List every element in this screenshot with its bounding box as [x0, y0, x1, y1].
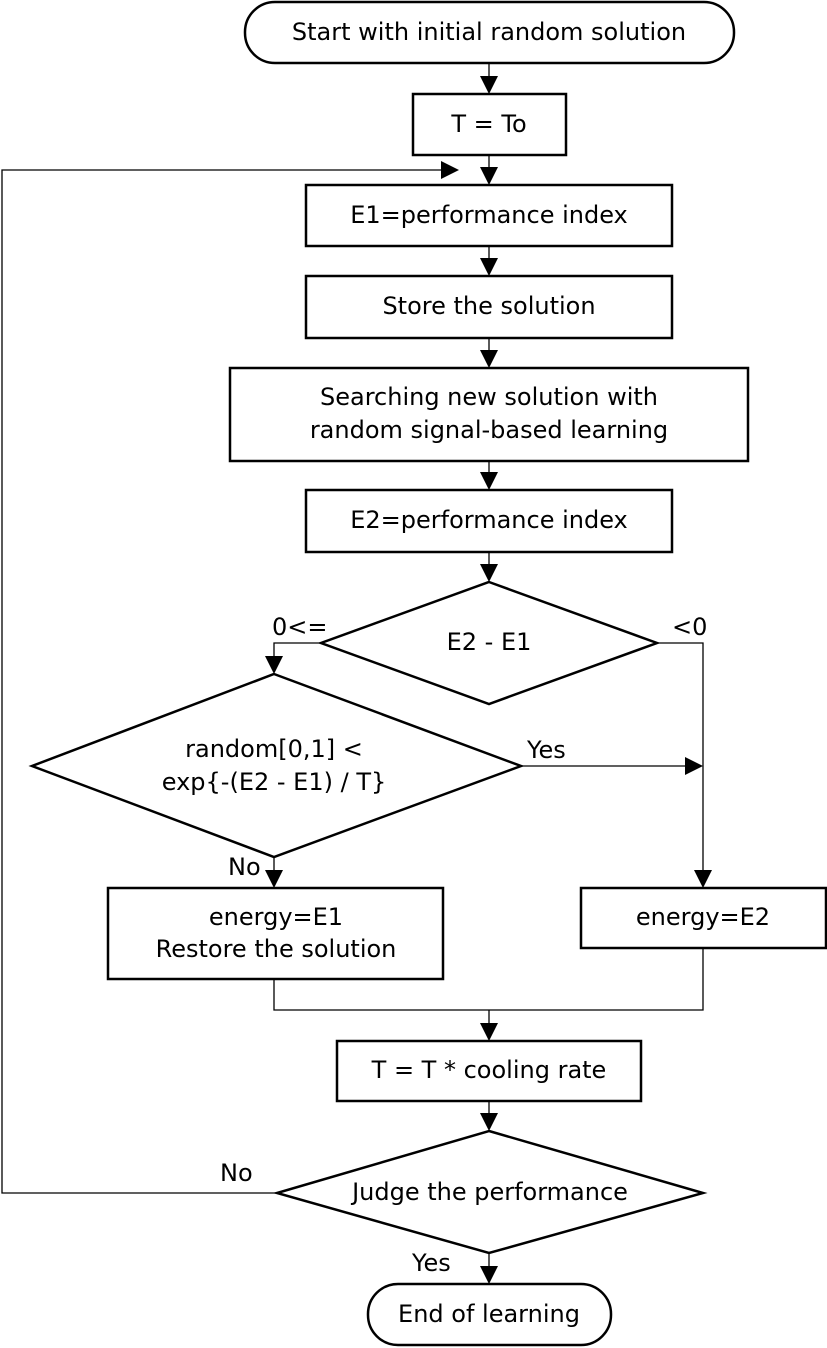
node-end-label: End of learning — [398, 1300, 580, 1328]
label-accept-yes: Yes — [526, 736, 566, 764]
node-store: Store the solution — [304, 274, 674, 340]
node-energy-e2-shape — [579, 886, 827, 950]
arrowhead-to-store — [480, 258, 498, 276]
node-store-shape — [304, 274, 674, 340]
decision-diff-label: E2 - E1 — [447, 628, 532, 656]
node-store-label: Store the solution — [382, 292, 595, 320]
node-e2: E2=performance index — [304, 488, 674, 554]
label-judge-yes: Yes — [411, 1249, 451, 1277]
label-accept-no: No — [228, 853, 261, 881]
arrowhead-to-cool — [480, 1023, 498, 1041]
edge-labels: 0<= <0 Yes No No Yes — [220, 613, 707, 1277]
node-e2-shape — [304, 488, 674, 554]
decision-accept-label-line1: random[0,1] < — [185, 735, 363, 763]
node-init-temp-shape — [411, 92, 568, 157]
node-e1-shape — [304, 183, 674, 248]
arrowhead-to-diff — [480, 564, 498, 582]
decision-accept-label-line2: exp{-(E2 - E1) / T} — [162, 768, 387, 796]
arrowhead-to-init — [480, 76, 498, 94]
decision-diff: E2 - E1 — [317, 580, 661, 706]
edge-diff-to-accept — [273, 642, 321, 658]
decision-judge-label: Judge the performance — [350, 1178, 628, 1206]
decision-accept-shape — [28, 672, 525, 859]
arrowhead-accept-yes — [685, 757, 703, 775]
node-end: End of learning — [366, 1282, 613, 1347]
arrowhead-to-energy-e2 — [694, 870, 712, 888]
arrowhead-to-judge — [480, 1113, 498, 1131]
node-restore-shape — [106, 886, 445, 981]
arrowhead-to-end — [480, 1266, 498, 1284]
node-search-label-line1: Searching new solution with — [320, 383, 658, 411]
node-energy-e2: energy=E2 — [579, 886, 827, 950]
node-restore-label-line2: Restore the solution — [156, 935, 397, 963]
arrowhead-to-restore — [265, 870, 283, 888]
node-e1-label: E1=performance index — [350, 201, 628, 229]
node-init-temp-label: T = To — [450, 110, 526, 138]
decision-judge: Judge the performance — [272, 1129, 708, 1255]
edge-diff-to-energy-e2 — [657, 642, 704, 872]
node-end-shape — [366, 1282, 613, 1347]
node-e1: E1=performance index — [304, 183, 674, 248]
decision-diff-shape — [317, 580, 661, 706]
node-cool-label: T = T * cooling rate — [371, 1056, 607, 1084]
arrowheads — [265, 76, 712, 1284]
arrowhead-to-accept — [265, 656, 283, 674]
node-cool-shape — [335, 1039, 643, 1103]
arrowhead-to-search — [480, 350, 498, 368]
decision-accept: random[0,1] < exp{-(E2 - E1) / T} — [28, 672, 525, 859]
decision-judge-shape — [272, 1129, 708, 1255]
node-search-shape — [228, 366, 750, 463]
node-restore-label-line1: energy=E1 — [209, 903, 343, 931]
node-cool: T = T * cooling rate — [335, 1039, 643, 1103]
node-energy-e2-label: energy=E2 — [636, 903, 770, 931]
node-restore: energy=E1 Restore the solution — [106, 886, 445, 981]
connectors — [1, 63, 704, 1268]
arrowhead-to-e1 — [480, 167, 498, 185]
node-search: Searching new solution with random signa… — [228, 366, 750, 463]
node-start: Start with initial random solution — [243, 0, 736, 65]
node-init-temp: T = To — [411, 92, 568, 157]
node-e2-label: E2=performance index — [350, 506, 628, 534]
arrowhead-loop-return — [441, 161, 459, 179]
edge-judge-no-loop — [1, 169, 442, 1194]
label-diff-nonneg: 0<= — [272, 613, 328, 641]
label-diff-neg: <0 — [672, 613, 707, 641]
label-judge-no: No — [220, 1159, 253, 1187]
node-start-label: Start with initial random solution — [292, 18, 686, 46]
node-search-label-line2: random signal-based learning — [310, 416, 668, 444]
node-start-shape — [243, 0, 736, 65]
arrowhead-to-e2 — [480, 472, 498, 490]
